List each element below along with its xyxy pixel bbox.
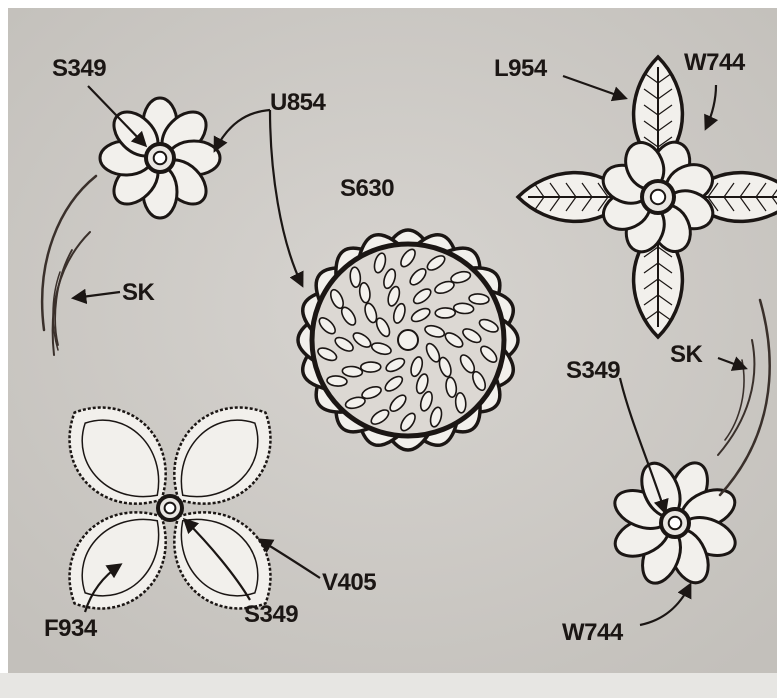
sunflower-core xyxy=(398,330,418,350)
label-w744-top: W744 xyxy=(684,49,746,76)
label-f934: F934 xyxy=(44,615,98,642)
label-u854: U854 xyxy=(270,89,327,116)
flower-seed xyxy=(165,503,176,514)
label-l954: L954 xyxy=(494,55,548,82)
label-s630: S630 xyxy=(340,175,394,202)
label-s349-top: S349 xyxy=(52,55,106,82)
label-s349-bottom: S349 xyxy=(244,601,298,628)
flower-seed xyxy=(651,190,665,204)
sunflower-seed xyxy=(435,308,455,318)
flower-seed xyxy=(154,152,167,165)
label-sk-right: SK xyxy=(670,341,704,368)
bottom-strip xyxy=(0,673,777,698)
flower-seed xyxy=(669,517,682,530)
label-s349-right: S349 xyxy=(566,357,620,384)
sunflower-seed xyxy=(361,362,381,372)
label-sk-left: SK xyxy=(122,279,156,306)
label-v405: V405 xyxy=(322,569,376,596)
label-w744-bottom: W744 xyxy=(562,619,624,646)
